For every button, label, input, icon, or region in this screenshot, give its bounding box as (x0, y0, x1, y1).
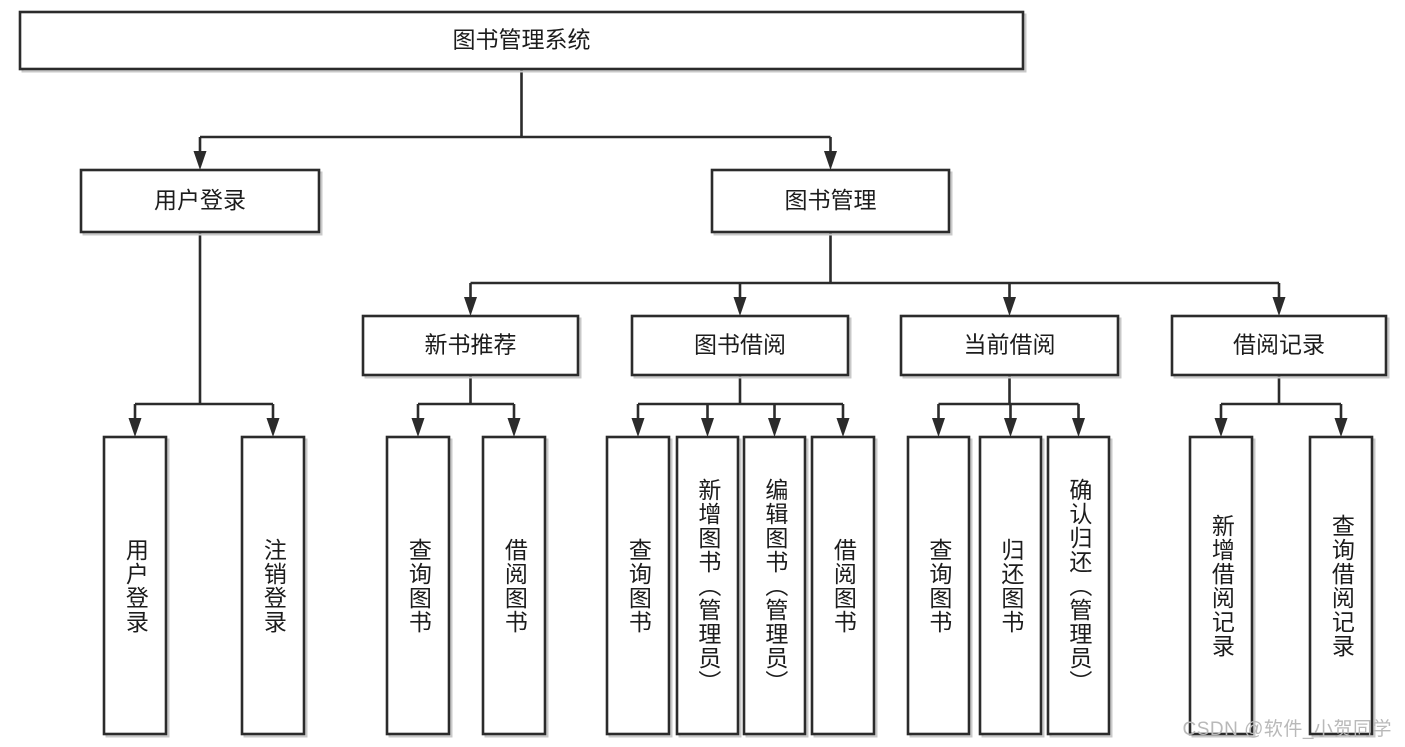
node-label: 用户登录 (154, 187, 246, 213)
arrow-head-icon (1003, 297, 1016, 316)
nodes-layer (18, 10, 1390, 738)
node-leaf-user-login[interactable] (104, 437, 166, 734)
arrow-head-icon (824, 151, 837, 170)
node-leaf-query-book-current[interactable] (908, 437, 969, 734)
node-leaf-borrow-book-recommend[interactable] (481, 435, 549, 738)
node-leaf-query-book-current[interactable] (906, 435, 973, 738)
node-book-borrow[interactable] (630, 314, 852, 379)
arrow-head-icon (631, 418, 645, 437)
node-leaf-query-book-borrow[interactable] (605, 435, 673, 738)
arrow-head-icon (836, 418, 850, 437)
arrow-head-icon (932, 418, 945, 437)
node-leaf-query-book-recommend[interactable] (385, 435, 453, 738)
arrow-head-icon (464, 297, 477, 316)
node-leaf-edit-book[interactable] (744, 437, 805, 734)
node-label: 借阅记录 (1233, 332, 1325, 358)
node-label: 图书管理系统 (453, 27, 591, 53)
node-leaf-query-borrow-record[interactable] (1308, 435, 1376, 738)
node-leaf-borrow-book[interactable] (812, 437, 874, 734)
arrow-head-icon (1272, 297, 1286, 316)
node-leaf-return-book[interactable] (978, 435, 1045, 738)
node-leaf-edit-book[interactable] (742, 435, 809, 738)
node-leaf-add-borrow-record[interactable] (1188, 435, 1256, 738)
node-label: 图书管理 (785, 187, 877, 213)
node-label: 新书推荐 (425, 332, 517, 358)
arrow-head-icon (768, 418, 781, 437)
arrow-head-icon (701, 418, 714, 437)
node-leaf-query-borrow-record[interactable] (1310, 437, 1372, 734)
node-leaf-borrow-book[interactable] (810, 435, 878, 738)
connector-from-current-borrow (932, 375, 1085, 437)
arrow-head-icon (507, 418, 521, 437)
arrow-head-icon (1004, 418, 1017, 437)
arrow-head-icon (266, 418, 280, 437)
connector-from-book-borrow (631, 375, 850, 437)
node-leaf-query-book-recommend[interactable] (387, 437, 449, 734)
arrow-head-icon (1334, 418, 1348, 437)
node-borrow-record[interactable] (1170, 314, 1390, 379)
node-leaf-user-login[interactable] (102, 435, 170, 738)
arrow-head-icon (193, 151, 207, 170)
node-leaf-add-borrow-record[interactable] (1190, 437, 1252, 734)
node-leaf-return-book[interactable] (980, 437, 1041, 734)
arrow-head-icon (1072, 418, 1085, 437)
node-new-book-recommend[interactable] (361, 314, 582, 379)
arrow-head-icon (411, 418, 425, 437)
arrow-head-icon (128, 418, 142, 437)
node-leaf-add-book[interactable] (677, 437, 738, 734)
node-root[interactable] (18, 10, 1027, 73)
connector-from-book-management (464, 232, 1286, 316)
arrow-head-icon (733, 297, 747, 316)
connector-from-borrow-record (1214, 375, 1348, 437)
node-book-management[interactable] (710, 168, 953, 236)
node-leaf-query-book-borrow[interactable] (607, 437, 669, 734)
edges-layer (128, 69, 1348, 437)
node-leaf-user-logout[interactable] (240, 435, 308, 738)
node-current-borrow[interactable] (899, 314, 1122, 379)
node-label: 当前借阅 (964, 332, 1056, 358)
connector-from-new-book-recommend (411, 375, 521, 437)
connector-from-root (193, 69, 837, 170)
node-leaf-confirm-return[interactable] (1048, 437, 1109, 734)
node-leaf-confirm-return[interactable] (1046, 435, 1113, 738)
watermark: CSDN @软件_小贺同学 (1182, 719, 1392, 740)
connector-from-user-login (128, 232, 280, 437)
node-leaf-user-logout[interactable] (242, 437, 304, 734)
arrow-head-icon (1214, 418, 1228, 437)
node-leaf-add-book[interactable] (675, 435, 742, 738)
node-user-login[interactable] (79, 168, 323, 236)
node-leaf-borrow-book-recommend[interactable] (483, 437, 545, 734)
node-label: 图书借阅 (694, 332, 786, 358)
